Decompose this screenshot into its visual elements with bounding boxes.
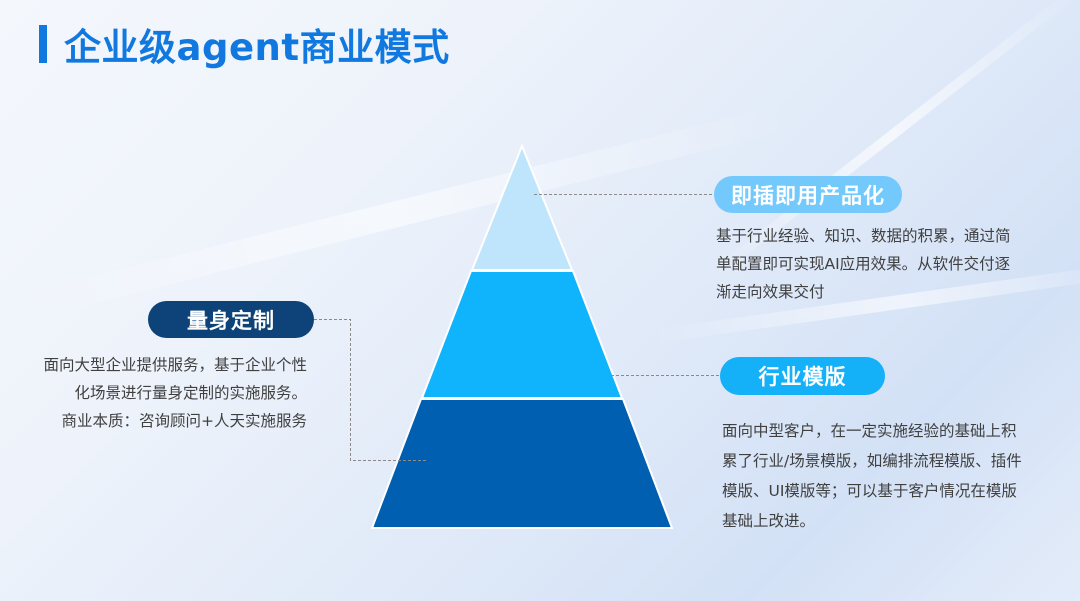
description-industry-template: 面向中型客户，在一定实施经验的基础上积 累了行业/场景模版，如编排流程模版、插件…	[722, 416, 1022, 536]
label-pill-industry-template: 行业模版	[720, 357, 885, 395]
title-accent-bar	[39, 25, 47, 63]
description-plug-and-play: 基于行业经验、知识、数据的积累，通过简 单配置即可实现AI应用效果。从软件交付逐…	[716, 222, 1011, 306]
label-pill-plug-and-play: 即插即用产品化	[714, 176, 902, 213]
page-title: 企业级agent商业模式	[64, 26, 450, 69]
description-line: 化场景进行量身定制的实施服务。	[74, 384, 307, 402]
description-line: 商业本质：咨询顾问+人天实施服务	[61, 412, 308, 430]
label-pill-custom-tailored: 量身定制	[148, 301, 314, 338]
description-line: 面向中型客户，在一定实施经验的基础上积	[722, 422, 1017, 440]
description-line: 面向大型企业提供服务，基于企业个性	[43, 356, 307, 374]
description-line: 单配置即可实现AI应用效果。从软件交付逐	[716, 255, 1011, 273]
description-line: 模版、UI模版等；可以基于客户情况在模版	[722, 482, 1017, 500]
description-line: 基于行业经验、知识、数据的积累，通过简	[716, 227, 1011, 245]
pyramid-tier-bottom	[370, 398, 674, 529]
connector-bottom	[314, 319, 428, 461]
pyramid-tier-middle	[420, 270, 624, 399]
pyramid-tier-top	[470, 143, 574, 271]
description-line: 基础上改进。	[722, 512, 816, 530]
description-line: 渐走向效果交付	[716, 283, 825, 301]
description-line: 累了行业/场景模版，如编排流程模版、插件	[722, 452, 1022, 470]
description-custom-tailored: 面向大型企业提供服务，基于企业个性 化场景进行量身定制的实施服务。 商业本质：咨…	[35, 351, 307, 435]
